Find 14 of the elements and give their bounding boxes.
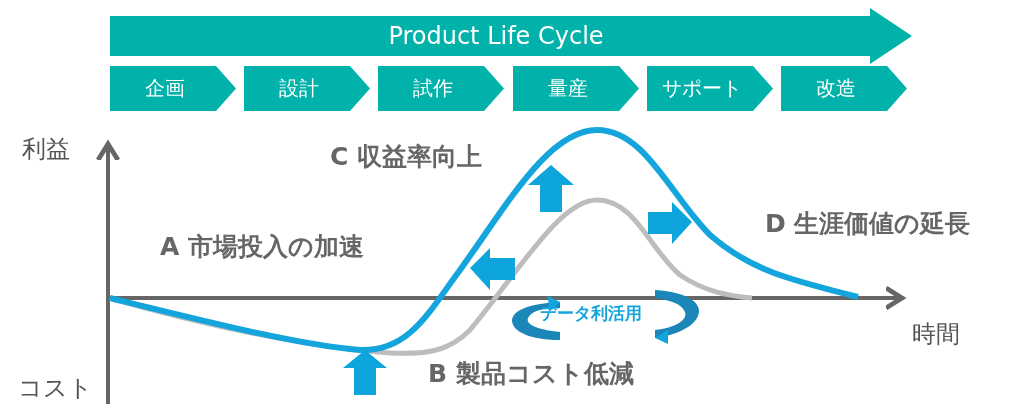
axis-label: 利益 (22, 134, 70, 165)
phase-tab: 改造 (781, 66, 907, 111)
title-banner: Product Life Cycle (110, 8, 912, 64)
annotation: A 市場投入の加速 (160, 231, 365, 263)
phase-tab: 設計 (244, 66, 370, 111)
annotation: D 生涯価値の延長 (765, 208, 971, 240)
annotation: C 収益率向上 (330, 141, 483, 173)
axis-label: 時間 (912, 319, 960, 350)
phase-tab: サポート (647, 66, 773, 111)
phase-tab: 企画 (110, 66, 236, 111)
annotation: B 製品コスト低減 (428, 358, 634, 390)
phase-tab: 試作 (378, 66, 504, 111)
axis-label: コスト (18, 373, 93, 404)
phase-tab: 量産 (513, 66, 639, 111)
